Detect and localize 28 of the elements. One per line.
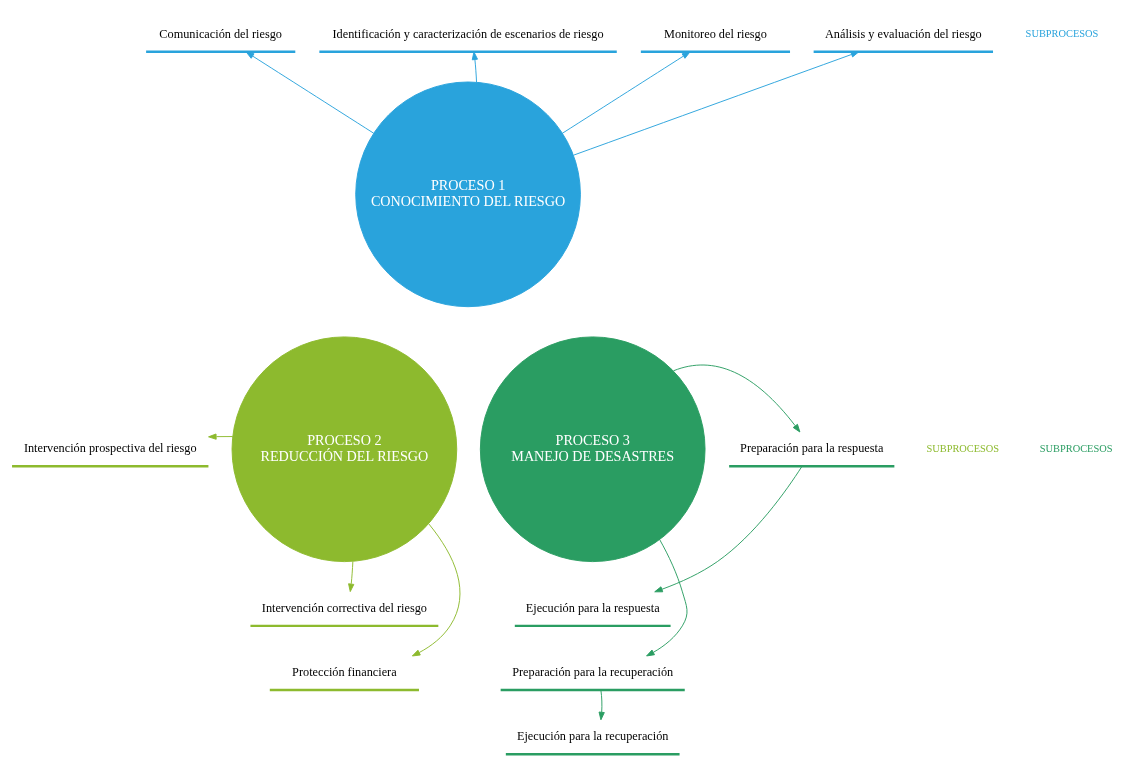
node-text: Ejecución para la respuesta <box>525 600 660 615</box>
node-circle: PROCESO 2 REDUCCIÓN DEL RIESGO <box>231 335 458 562</box>
arrow <box>471 51 478 82</box>
label: SUBPROCESOS <box>1039 442 1113 454</box>
label: SUBPROCESOS <box>926 442 1000 454</box>
node-text: Intervención prospectiva del riesgo <box>23 440 197 455</box>
node-text: Preparación para la recuperación <box>512 664 674 679</box>
arrow <box>411 523 461 656</box>
node-text: Protección financiera <box>292 664 397 679</box>
arrow <box>598 689 605 720</box>
node-text: Monitoreo del riesgo <box>664 26 767 41</box>
node-text: Ejecución para la recuperación <box>516 728 669 743</box>
node-text: Comunicación del riesgo <box>159 26 283 41</box>
arrow <box>208 433 234 440</box>
node-text: Identificación y caracterización de escenarios de riesgo <box>332 26 604 41</box>
arrow <box>654 465 803 592</box>
node-circle: PROCESO 1 CONOCIMIENTO DEL RIESGO <box>355 81 581 307</box>
node-text: Intervención correctiva del riesgo <box>261 600 427 615</box>
arrow <box>573 50 860 156</box>
arrow <box>562 51 691 134</box>
arrow <box>245 51 375 134</box>
label: SUBPROCESOS <box>1025 27 1099 39</box>
node-text: Preparación para la respuesta <box>740 440 884 455</box>
arrow <box>646 538 688 656</box>
arrow <box>348 560 355 592</box>
arrow <box>673 364 801 432</box>
node-circle: PROCESO 3 MANEJO DE DESASTRES <box>479 335 706 562</box>
node-text: Análisis y evaluación del riesgo <box>824 26 982 41</box>
